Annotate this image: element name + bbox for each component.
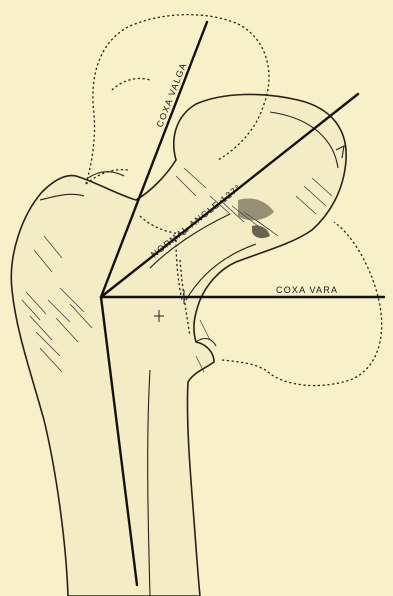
- femur-bone: [11, 94, 346, 596]
- coxa-valga-inner-outline: [112, 78, 150, 90]
- coxa-vara-label: COXA VARA: [276, 285, 338, 295]
- trochanter-crest: [88, 172, 124, 178]
